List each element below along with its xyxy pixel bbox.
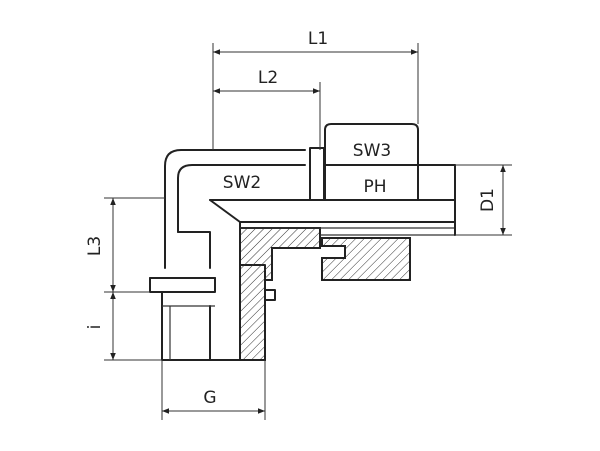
dimension-l3: L3 bbox=[85, 197, 165, 293]
dimension-l2: L2 bbox=[213, 68, 321, 150]
label-l2: L2 bbox=[258, 68, 278, 88]
dimension-i: i bbox=[85, 292, 162, 361]
tube-bore bbox=[209, 199, 456, 236]
label-g: G bbox=[203, 388, 216, 408]
body-section-hatch bbox=[239, 227, 321, 361]
label-d1: D1 bbox=[478, 188, 498, 212]
dimension-d1: D1 bbox=[455, 164, 512, 236]
nut-section-hatch bbox=[321, 237, 411, 281]
label-l1: L1 bbox=[308, 29, 328, 49]
dimension-g: G bbox=[161, 360, 266, 420]
label-ph: PH bbox=[363, 177, 386, 197]
nut-sw3 bbox=[309, 123, 456, 201]
label-sw2: SW2 bbox=[223, 173, 261, 193]
label-l3: L3 bbox=[85, 236, 105, 256]
label-sw3: SW3 bbox=[353, 141, 391, 161]
elbow-body bbox=[164, 149, 306, 291]
label-i: i bbox=[85, 325, 105, 330]
dimension-l1: L1 bbox=[212, 29, 419, 150]
